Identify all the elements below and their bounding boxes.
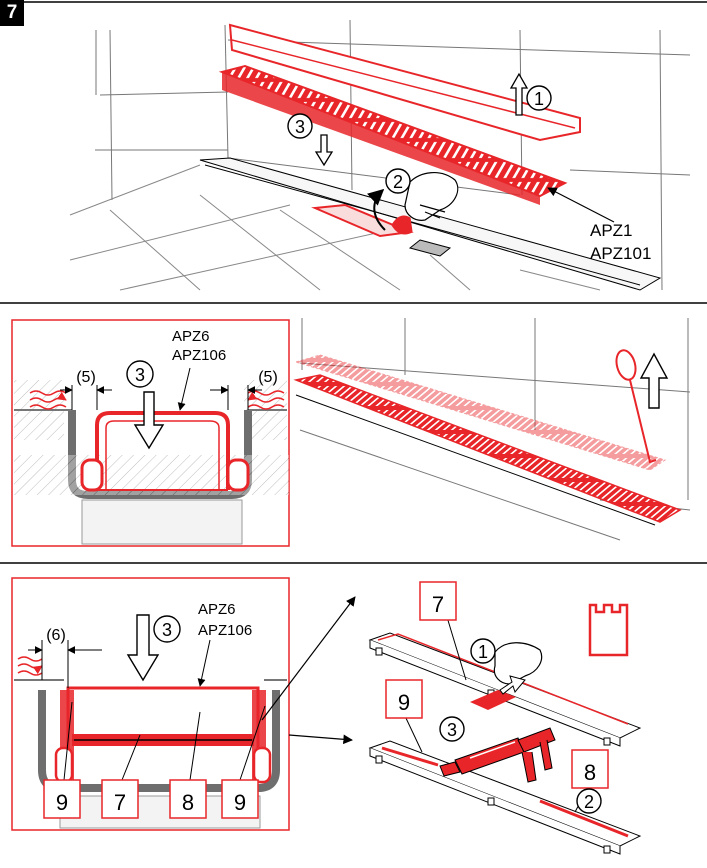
apz6-leader-3 [197,639,211,687]
part-label-apz101: APZ101 [590,244,651,263]
hook-tool [615,349,657,464]
box-leaders [63,701,266,781]
tape-arrow [499,675,526,695]
gap-dimension-left [60,385,112,410]
svg-text:7: 7 [432,592,444,617]
gap-dimension-3 [28,640,102,688]
part-label-apz6: APZ6 [172,328,210,345]
heat-arrow-left [29,390,67,410]
grate-installed [293,374,682,526]
channel-lower [368,740,642,855]
svg-text:2: 2 [584,792,594,812]
part-label-apz1: APZ1 [590,221,633,240]
svg-text:1: 1 [534,89,544,109]
leader-7 [446,616,467,681]
svg-text:3: 3 [162,620,172,640]
panel-3-insert-sealing: (6) 3 APZ6 APZ106 9 7 8 [11,577,642,855]
svg-text:1: 1 [478,642,488,662]
svg-text:2: 2 [393,172,403,192]
insert-profile [54,686,272,784]
part-label-apz106-3: APZ106 [198,622,252,639]
svg-text:7: 7 [114,790,126,815]
svg-text:8: 8 [182,790,194,815]
svg-text:9: 9 [56,790,68,815]
callout-3: 3 [287,113,313,139]
insert-down-arrow [133,391,165,450]
seal-tape [470,690,516,710]
svg-text:8: 8 [584,760,596,785]
grate-profile [80,411,250,492]
lift-arrow [509,72,529,116]
connector-arrow-up [261,596,356,721]
leader-9 [404,715,423,753]
comb-spreader [588,603,629,657]
gap-label-3: (6) [46,627,66,644]
svg-text:3: 3 [135,365,145,385]
gap-label-right: (5) [258,369,278,386]
svg-text:9: 9 [234,790,246,815]
part-label-apz6-3: APZ6 [198,601,236,618]
grate-ghost [294,354,667,471]
svg-text:3: 3 [447,720,457,740]
heat-arrow-3 [17,656,43,676]
floor-tiles [69,164,601,291]
part-label-apz106: APZ106 [172,347,226,364]
box-label-7-exploded: 7 [419,581,457,621]
drain-channel [199,157,662,291]
part-leader [547,187,615,223]
callout-1: 1 [526,85,552,111]
gap-label-left: (5) [76,369,96,386]
callout-3-panel3: 3 [153,615,181,643]
hand-icon-2 [493,642,543,685]
box-label-8-exploded: 8 [571,749,609,789]
panel-1-grate-removal: 1 3 2 APZ1 APZ101 [0,1,707,304]
callout-3-exploded: 3 [439,716,465,742]
callout-1-exploded: 1 [470,638,496,664]
callout-3-detail: 3 [126,360,154,388]
callout-2-exploded: 2 [576,788,602,814]
slatted-grate [218,64,568,205]
box-label-9-right: 9 [221,779,259,819]
box-label-7: 7 [101,779,139,819]
hand-icon [391,172,459,235]
down-arrow [314,134,334,167]
gap-dimension-right [210,385,262,410]
svg-text:3: 3 [295,117,305,137]
connector-arrow-right [288,734,353,745]
panel-2-grate-fitting: (5) (5) 3 APZ6 APZ106 [0,318,707,564]
lift-arrow-2 [639,352,669,409]
svg-text:9: 9 [398,690,410,715]
callout-2: 2 [385,168,411,194]
apz6-leader [177,367,191,411]
caulk-gun-icon [439,727,556,783]
curved-arrow [366,188,386,231]
box-label-8: 8 [169,779,207,819]
step-number-badge: 7 [0,0,24,26]
insert-down-arrow-3 [126,614,160,682]
box-label-9-left: 9 [43,779,81,819]
box-label-9-exploded: 9 [385,679,423,719]
